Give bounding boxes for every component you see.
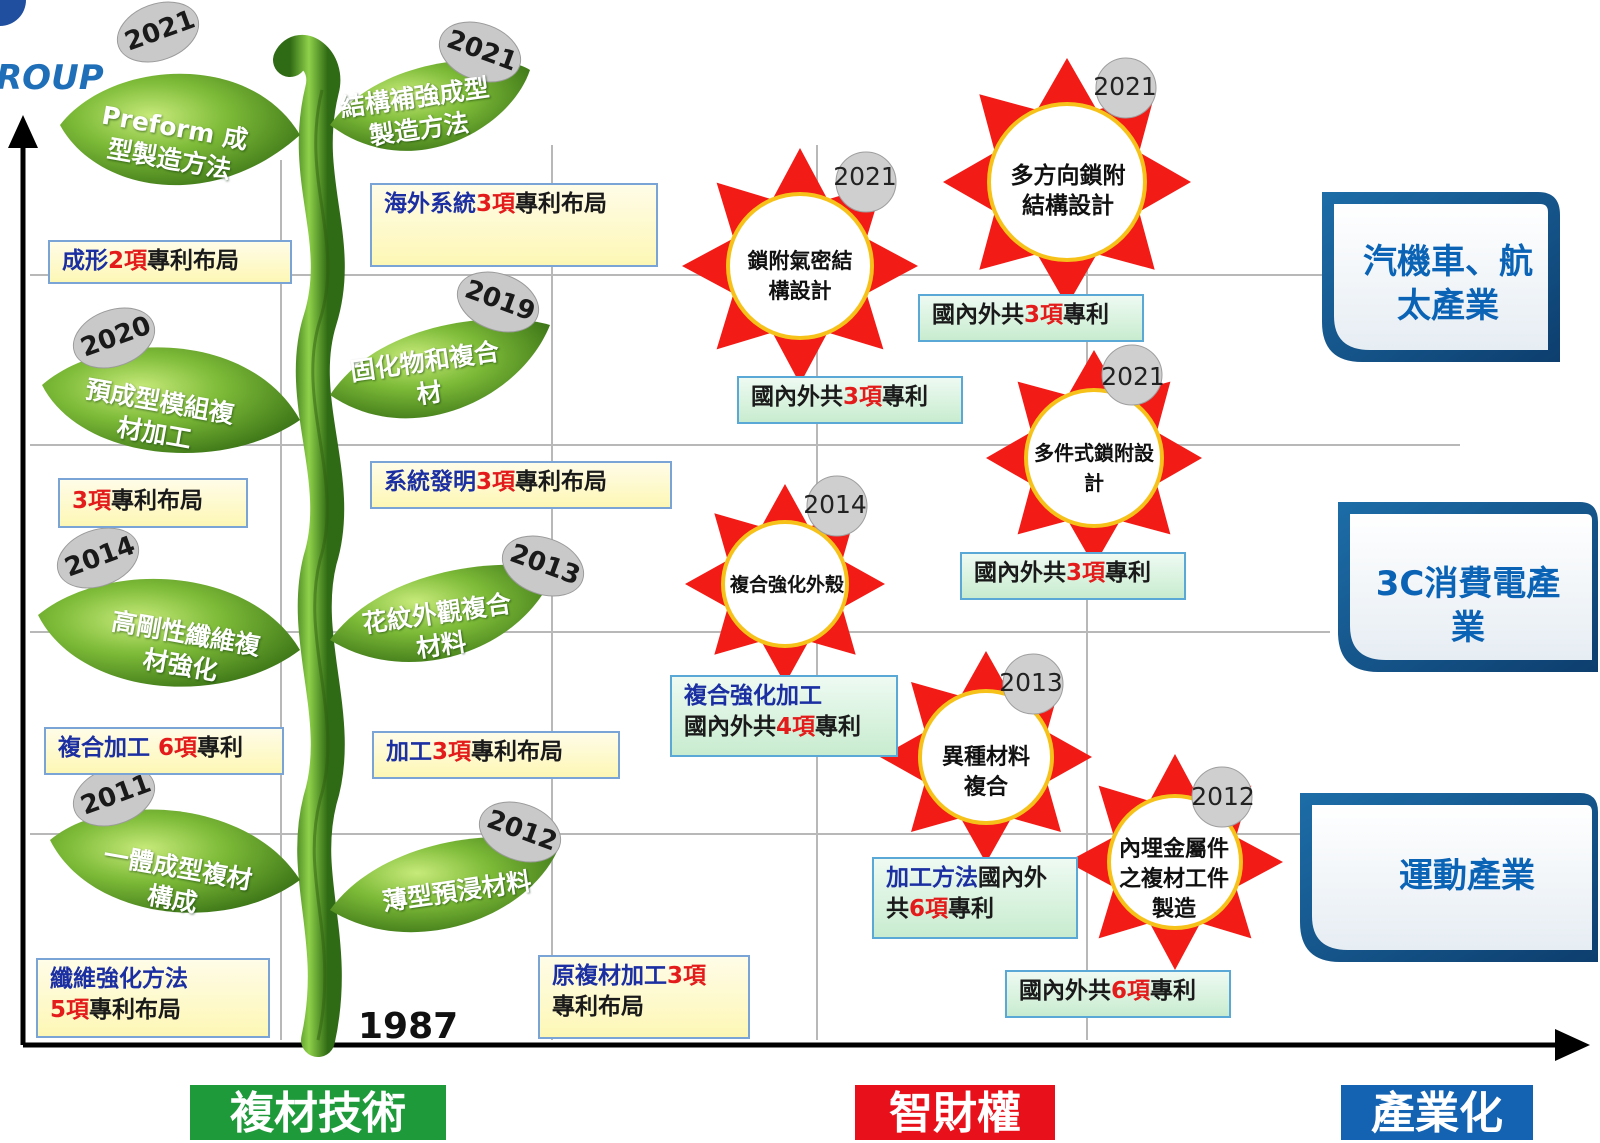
leaf-shape [38, 578, 300, 687]
company-logo [0, 0, 26, 26]
star-year: 2021 [1101, 362, 1165, 391]
star-core [991, 106, 1143, 258]
ip-patent-box: 國內外共3項專利 [960, 552, 1186, 600]
ip-label-bg [855, 1085, 1055, 1140]
star-year-bubble [1191, 766, 1253, 828]
patent-box: 原複材加工3項專利布局 [538, 955, 750, 1039]
leaf-shape [330, 59, 530, 151]
bottom-label-industrial: 產業化 [1371, 1088, 1503, 1139]
patent-box: 成形2項專利布局 [48, 240, 292, 284]
star-year-bubble [1095, 57, 1157, 119]
ip-patent-box: 國內外共6項專利 [1005, 970, 1231, 1018]
patent-box: 加工3項專利布局 [372, 731, 620, 779]
tech-label-bg [190, 1085, 446, 1140]
leaf-shape [42, 347, 300, 454]
leaf-shape [60, 73, 300, 186]
leaf-shape [330, 564, 555, 663]
star-year-bubble [806, 475, 868, 537]
year-bubbles [56, 1, 585, 863]
star-year-bubble [835, 151, 897, 213]
star-core [725, 524, 845, 644]
star-core [922, 693, 1050, 821]
logo-text: ROUP [0, 58, 104, 98]
star-label: 複合強化外殼 [729, 574, 844, 596]
star-year: 2012 [1191, 782, 1255, 811]
industry-label-sports: 運動產業 [1399, 856, 1535, 896]
industry-label-3c-consumer: 3C消費電產業 [1375, 564, 1561, 648]
industry-label-automotive-aerospace: 汽機車、航太產業 [1363, 242, 1533, 326]
industrial-label-bg [1341, 1085, 1533, 1140]
star-core [730, 196, 870, 336]
ip-stars [682, 57, 1283, 970]
star-year: 2021 [1093, 72, 1157, 101]
star-core [1028, 392, 1160, 524]
patent-box: 複合加工 6項專利 [44, 727, 284, 775]
leaves [38, 59, 560, 933]
patent-box: 3項專利布局 [58, 478, 248, 528]
ip-patent-box: 國內外共3項專利 [737, 376, 963, 424]
star-label: 內埋金屬件之複材工件製造 [1118, 837, 1229, 922]
star-label: 異種材料複合 [941, 745, 1030, 800]
ip-patent-box: 加工方法國內外共6項專利 [872, 857, 1078, 939]
axes [8, 115, 1590, 1061]
ip-patent-box: 國內外共3項專利 [918, 294, 1144, 342]
star-label: 鎖附氣密結構設計 [747, 249, 853, 303]
star-year: 2014 [803, 490, 867, 519]
patent-box: 海外系統3項專利布局 [370, 183, 658, 267]
industry-frames [1300, 192, 1598, 962]
star-year-bubble [1002, 653, 1064, 715]
star-year: 2013 [999, 668, 1063, 697]
origin-year: 1987 [358, 1006, 459, 1047]
star-label: 多方向鎖附結構設計 [1010, 163, 1126, 219]
star-year: 2021 [833, 162, 897, 191]
star-year-bubble [1101, 344, 1163, 406]
leaf-shape [330, 319, 550, 419]
star-label: 多件式鎖附設計 [1034, 441, 1154, 495]
ip-patent-box: 複合強化加工國內外共4項專利 [670, 675, 898, 757]
bottom-label-ip: 智財權 [889, 1088, 1021, 1139]
star-core [1111, 798, 1239, 926]
leaf-shape [330, 836, 560, 933]
patent-box: 系統發明3項專利布局 [370, 461, 672, 509]
leaf-shape [50, 809, 300, 913]
bottom-label-tech: 複材技術 [230, 1088, 406, 1139]
